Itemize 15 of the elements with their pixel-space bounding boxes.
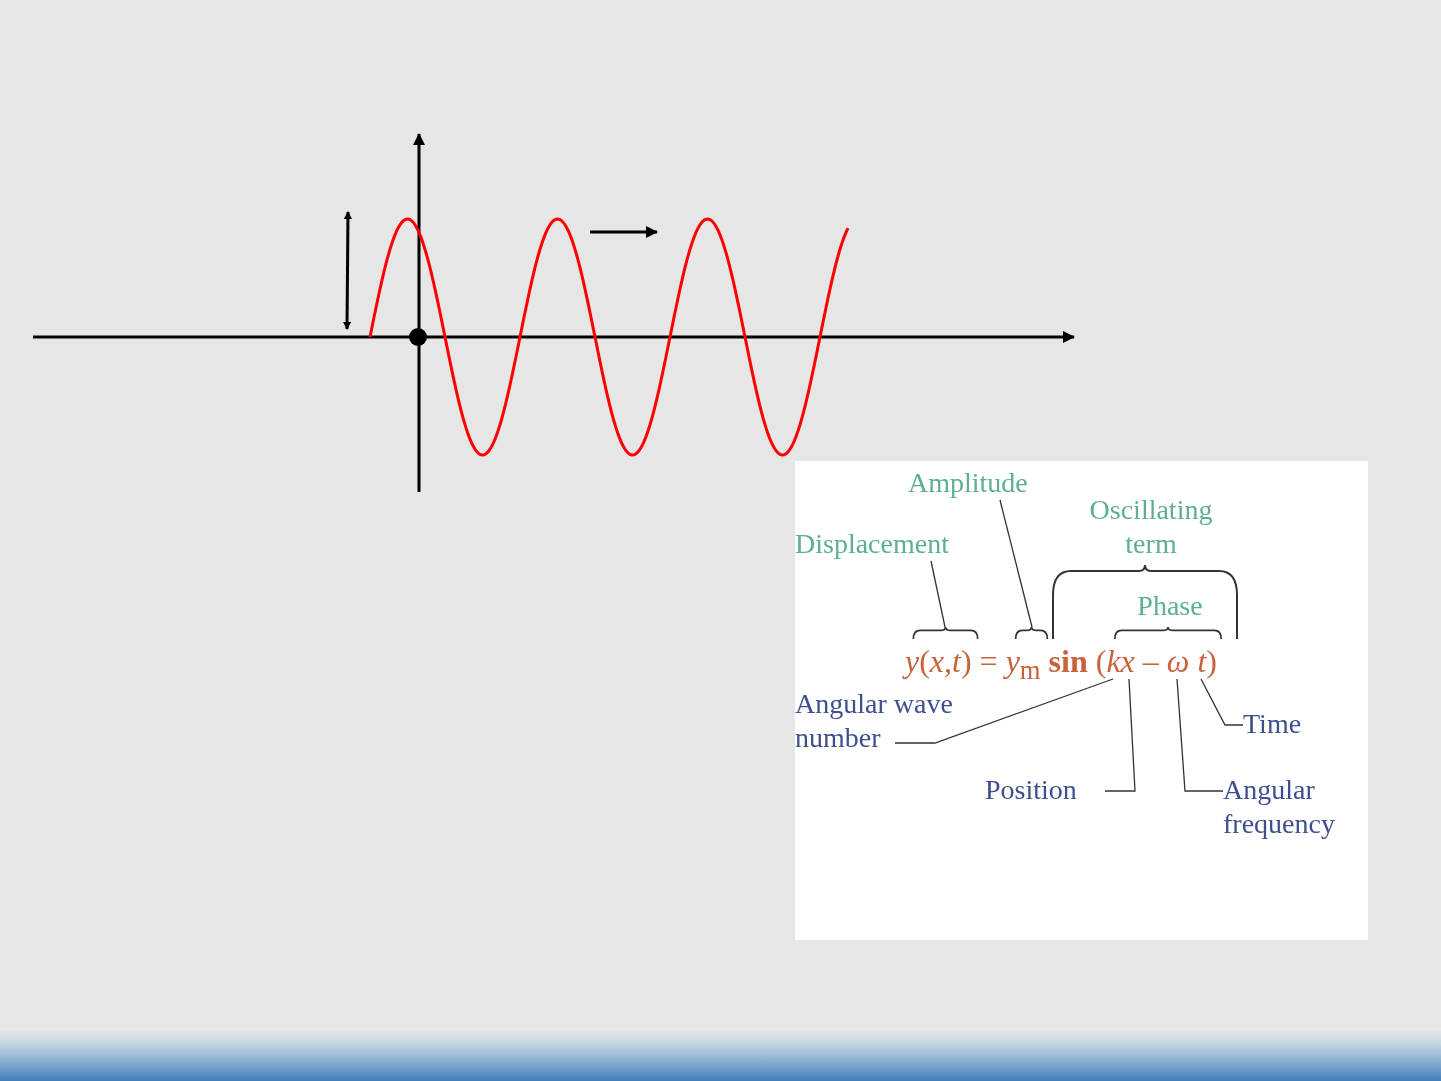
leader-line (999, 499, 1033, 628)
leader-line (930, 560, 946, 628)
term-label: Displacement (795, 527, 995, 561)
term-label: Oscillating term (1066, 493, 1236, 561)
term-label: Phase (1125, 589, 1215, 623)
brace (1013, 627, 1050, 639)
term-label: Amplitude (908, 466, 1068, 500)
leader-line (1104, 678, 1136, 792)
term-label: Angular wave number (795, 687, 995, 755)
term-label: Time (1243, 707, 1323, 741)
leader-line (894, 678, 1114, 744)
leader-line (1176, 678, 1224, 792)
term-label: Position (985, 773, 1105, 807)
leader-line (1200, 678, 1244, 726)
term-label: Angular frequency (1223, 773, 1368, 841)
